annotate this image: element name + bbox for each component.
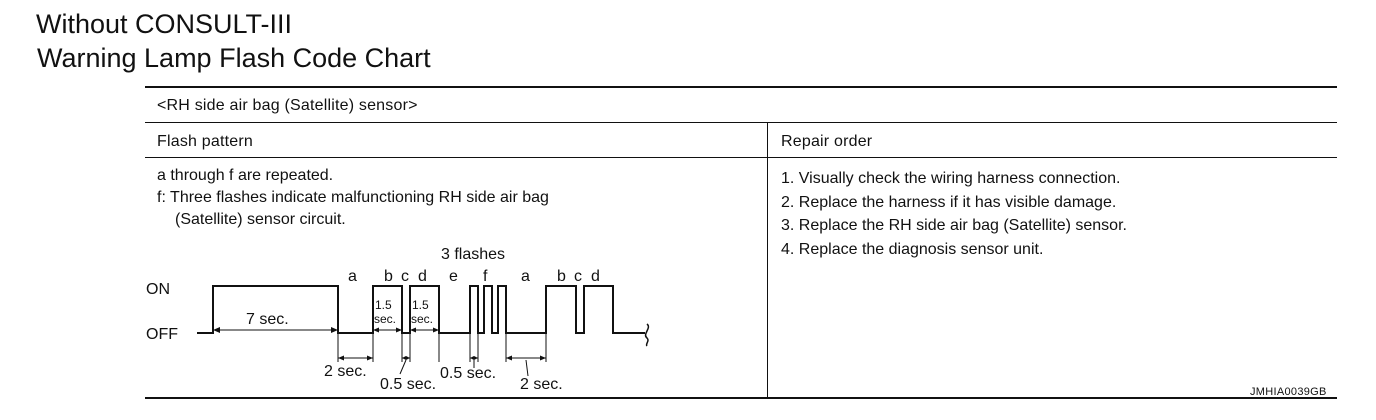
repair-step: 1. Visually check the wiring harness con… bbox=[781, 170, 1121, 187]
half-sec-label: 0.5 sec. bbox=[380, 376, 436, 393]
page-subtitle: Warning Lamp Flash Code Chart bbox=[37, 43, 431, 73]
segment-letter: c bbox=[574, 268, 582, 285]
seven-sec-label: 7 sec. bbox=[246, 311, 289, 328]
arrowhead bbox=[406, 356, 410, 360]
arrowhead bbox=[402, 356, 406, 360]
repair-step: 4. Replace the diagnosis sensor unit. bbox=[781, 240, 1044, 258]
arrowhead bbox=[410, 327, 416, 333]
break-icon bbox=[644, 323, 650, 347]
arrowhead bbox=[396, 327, 402, 333]
segment-letter: a bbox=[348, 268, 357, 285]
segment-letter: d bbox=[418, 268, 427, 285]
arrowhead bbox=[213, 327, 220, 333]
arrowhead bbox=[338, 355, 344, 361]
flashes-label: 3 flashes bbox=[441, 246, 505, 263]
repair-step: 2. Replace the harness if it has visible… bbox=[781, 193, 1117, 211]
state-on-label: ON bbox=[146, 281, 170, 298]
arrowhead bbox=[506, 355, 512, 361]
repair-steps-list: 1. Visually check the wiring harness con… bbox=[781, 167, 1127, 261]
header-divider bbox=[145, 157, 1337, 158]
segment-letter: b bbox=[384, 268, 393, 285]
arrowhead bbox=[367, 355, 373, 361]
page-title: Without CONSULT-III bbox=[36, 9, 293, 39]
leader-line bbox=[525, 359, 529, 377]
flash-description: a through f are repeated. f: Three flash… bbox=[157, 165, 549, 231]
one-five-label: 1.5 bbox=[375, 298, 392, 312]
arrowhead bbox=[331, 327, 338, 333]
state-off-label: OFF bbox=[146, 326, 178, 343]
segment-letter: c bbox=[401, 268, 409, 285]
segment-letter: f bbox=[483, 268, 488, 285]
caption-divider bbox=[145, 122, 1337, 123]
arrowhead bbox=[433, 327, 439, 333]
arrowhead bbox=[470, 356, 474, 360]
two-sec-label: 2 sec. bbox=[520, 376, 563, 393]
column-header-flash-pattern: Flash pattern bbox=[157, 133, 253, 150]
repair-step: 3. Replace the RH side air bag (Satellit… bbox=[781, 217, 1127, 234]
description-line: (Satellite) sensor circuit. bbox=[175, 211, 346, 228]
arrowhead bbox=[474, 356, 478, 360]
flash-pattern-diagram: 3 flashes ON OFF a b c d e f a b c d 7 s… bbox=[146, 246, 650, 393]
segment-letter: b bbox=[557, 268, 566, 285]
leader-line bbox=[399, 359, 407, 375]
column-header-repair-order: Repair order bbox=[781, 133, 873, 150]
two-sec-label: 2 sec. bbox=[324, 363, 367, 380]
table-caption: <RH side air bag (Satellite) sensor> bbox=[157, 97, 418, 114]
segment-letter: d bbox=[591, 268, 600, 285]
segment-letter: a bbox=[521, 268, 530, 285]
description-line: a through f are repeated. bbox=[157, 167, 334, 184]
one-five-label: 1.5 bbox=[412, 298, 429, 312]
sec-label: sec. bbox=[411, 312, 433, 326]
sec-label: sec. bbox=[374, 312, 396, 326]
figure-code: JMHIA0039GB bbox=[1250, 386, 1327, 398]
flash-waveform bbox=[197, 285, 645, 334]
arrowhead bbox=[373, 327, 379, 333]
description-line: f: Three flashes indicate malfunctioning… bbox=[157, 189, 549, 206]
table-bottom-rule bbox=[145, 397, 1337, 399]
table-top-rule bbox=[145, 86, 1337, 88]
column-divider bbox=[767, 123, 768, 398]
segment-letter: e bbox=[449, 268, 458, 285]
half-sec-label: 0.5 sec. bbox=[440, 365, 496, 382]
arrowhead bbox=[540, 355, 546, 361]
